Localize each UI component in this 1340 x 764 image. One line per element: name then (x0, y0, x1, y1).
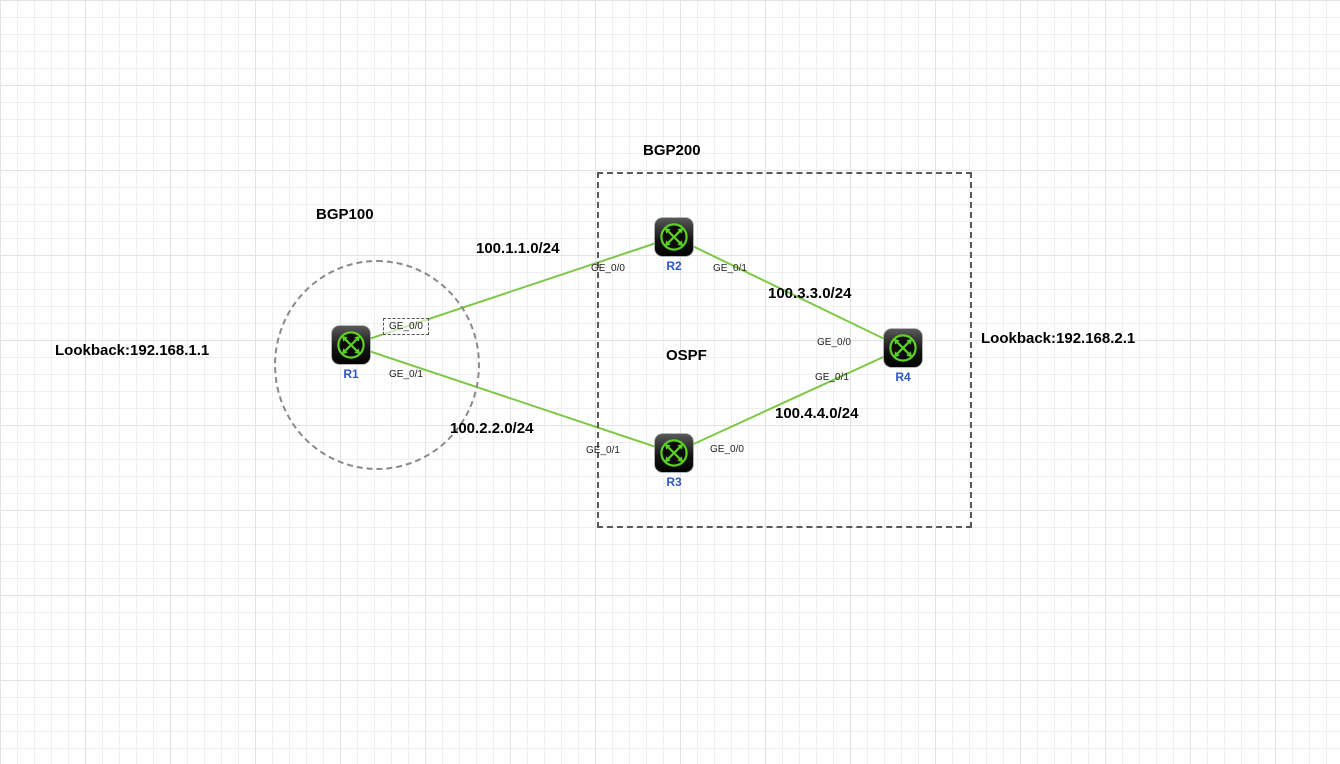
router-icon (883, 328, 923, 368)
interface-label-r4-ge0-0: GE_0/0 (817, 337, 851, 348)
loopback-label-r1[interactable]: Lookback:192.168.1.1 (55, 342, 210, 359)
interface-label-r2-ge0-1: GE_0/1 (713, 263, 747, 274)
router-r3[interactable]: R3 (652, 433, 696, 489)
router-icon (331, 325, 371, 365)
interface-label-r1-ge0-1: GE_0/1 (389, 369, 423, 380)
router-name-r2: R2 (666, 259, 682, 273)
network-label-100-3-3-0[interactable]: 100.3.3.0/24 (768, 285, 852, 302)
bgp100-label[interactable]: BGP100 (316, 206, 374, 223)
network-label-100-2-2-0[interactable]: 100.2.2.0/24 (450, 420, 534, 437)
interface-label-r4-ge0-1: GE_0/1 (815, 372, 849, 383)
link-r2-r4[interactable] (673, 236, 904, 349)
router-r4[interactable]: R4 (881, 328, 925, 384)
interface-label-r1-ge0-0[interactable]: GE_0/0 (383, 318, 429, 335)
router-name-r4: R4 (895, 370, 911, 384)
bgp200-label[interactable]: BGP200 (643, 142, 701, 159)
network-label-100-4-4-0[interactable]: 100.4.4.0/24 (775, 405, 859, 422)
interface-label-r2-ge0-0: GE_0/0 (591, 263, 625, 274)
bgp100-area-circle[interactable] (274, 260, 480, 470)
router-name-r1: R1 (343, 367, 359, 381)
router-icon (654, 433, 694, 473)
interface-label-r3-ge0-0: GE_0/0 (710, 444, 744, 455)
router-name-r3: R3 (666, 475, 682, 489)
router-icon (654, 217, 694, 257)
network-label-100-1-1-0[interactable]: 100.1.1.0/24 (476, 240, 560, 257)
link-r3-r4[interactable] (673, 347, 904, 454)
loopback-label-r4[interactable]: Lookback:192.168.2.1 (981, 330, 1136, 347)
router-r2[interactable]: R2 (652, 217, 696, 273)
interface-label-r3-ge0-1: GE_0/1 (586, 445, 620, 456)
bgp200-area-rect[interactable] (597, 172, 972, 528)
ospf-label[interactable]: OSPF (666, 347, 707, 364)
router-r1[interactable]: R1 (329, 325, 373, 381)
